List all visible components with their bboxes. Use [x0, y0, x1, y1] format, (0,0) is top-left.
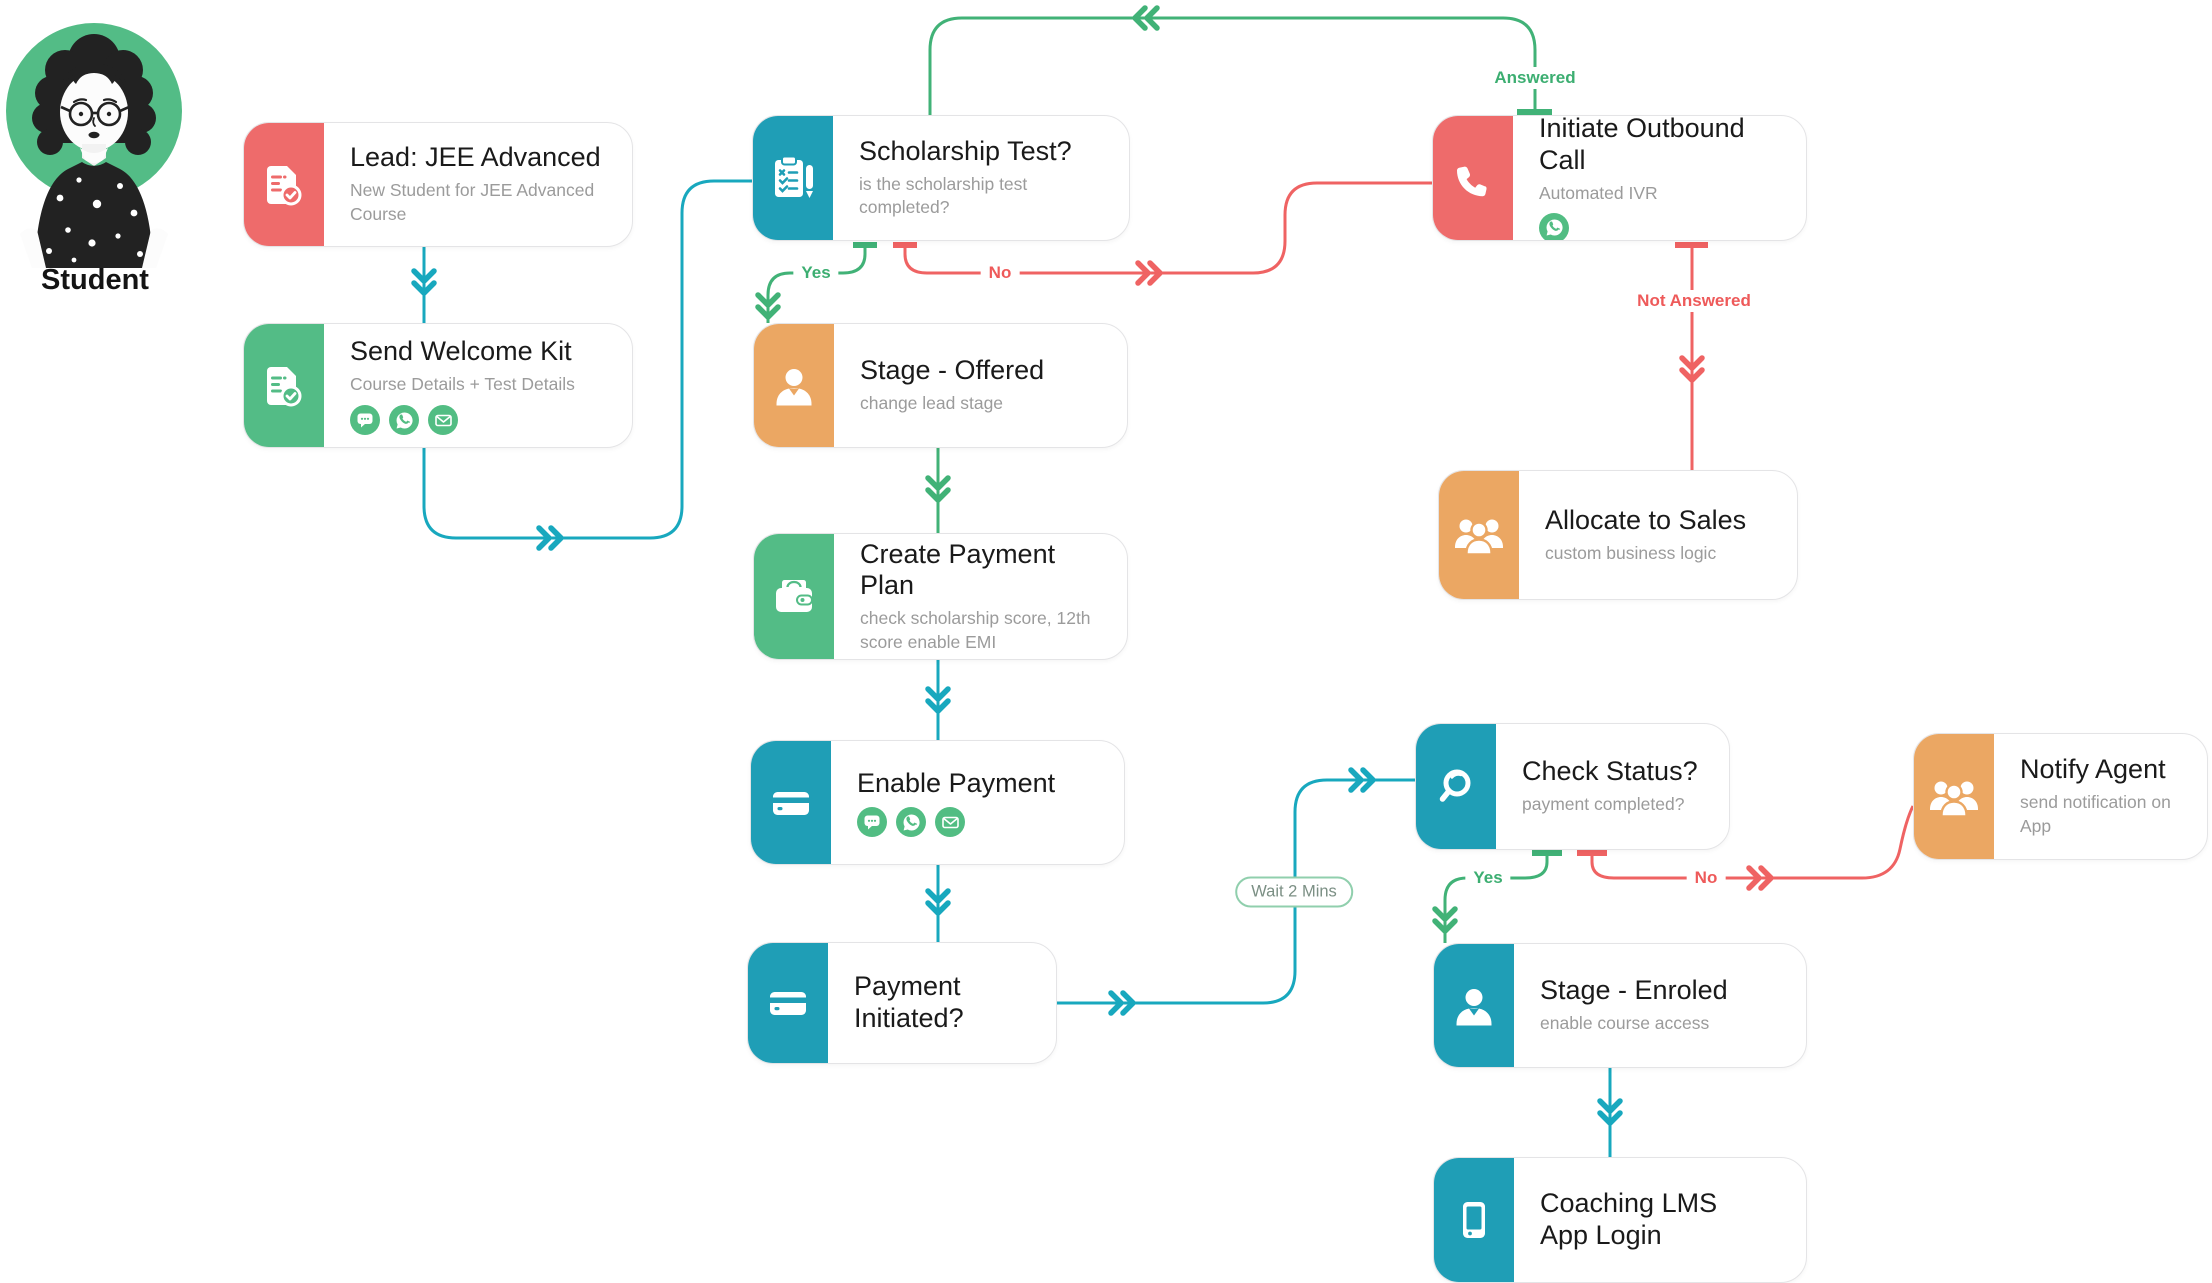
node-subtitle: send notification on App: [2020, 792, 2171, 836]
node-payment-initiated[interactable]: Payment Initiated?: [747, 942, 1057, 1064]
node-title: Create Payment Plan: [860, 538, 1056, 601]
node-subtitle: custom business logic: [1545, 542, 1717, 563]
person-icon: [754, 324, 834, 447]
phone-icon: [1433, 116, 1513, 240]
wait-timer-badge: Wait 2 Mins: [1235, 876, 1353, 908]
whatsapp-icon: [1539, 212, 1569, 240]
document-check-icon: [244, 324, 324, 447]
node-title: Check Status?: [1522, 756, 1698, 787]
node-enable-payment[interactable]: Enable Payment: [750, 740, 1125, 865]
edge-label-no: No: [980, 262, 1020, 284]
sms-icon: [350, 405, 380, 436]
node-stage-offered[interactable]: Stage - Offered change lead stage: [753, 323, 1128, 448]
node-scholarship-test[interactable]: Scholarship Test? is the scholarship tes…: [752, 115, 1130, 241]
node-stage-enroled[interactable]: Stage - Enroled enable course access: [1433, 943, 1807, 1068]
magnifier-icon: [1416, 724, 1496, 849]
node-coaching-lms-app-login[interactable]: Coaching LMS App Login: [1433, 1157, 1807, 1283]
email-icon: [935, 807, 965, 838]
wallet-icon: [754, 534, 834, 659]
node-subtitle: payment completed?: [1522, 794, 1685, 815]
whatsapp-icon: [389, 405, 419, 436]
node-initiate-outbound-call[interactable]: Initiate Outbound Call Automated IVR: [1432, 115, 1807, 241]
node-subtitle: Automated IVR: [1539, 183, 1658, 204]
person-icon: [1434, 944, 1514, 1067]
node-subtitle: Course Details + Test Details: [350, 373, 575, 394]
node-title: Notify Agent: [2020, 754, 2166, 785]
node-title: Allocate to Sales: [1545, 504, 1747, 535]
edge-label-answered: Answered: [1486, 67, 1584, 89]
node-create-payment-plan[interactable]: Create Payment Plan check scholarship sc…: [753, 533, 1128, 660]
node-title: Payment Initiated?: [854, 971, 964, 1033]
node-send-welcome-kit[interactable]: Send Welcome Kit Course Details + Test D…: [243, 323, 633, 448]
node-title: Stage - Offered: [860, 355, 1045, 386]
document-check-icon: [244, 123, 324, 246]
email-icon: [428, 405, 458, 436]
node-subtitle: is the scholarship test completed?: [859, 173, 1028, 218]
people-icon: [1439, 471, 1519, 599]
node-allocate-to-sales[interactable]: Allocate to Sales custom business logic: [1438, 470, 1798, 600]
credit-card-icon: [751, 741, 831, 864]
node-title: Enable Payment: [857, 767, 1056, 798]
sms-icon: [857, 807, 887, 838]
node-title: Scholarship Test?: [859, 135, 1072, 166]
edge-label-no: No: [1686, 867, 1726, 889]
node-title: Coaching LMS App Login: [1540, 1188, 1718, 1250]
node-subtitle: check scholarship score, 12th score enab…: [860, 608, 1091, 652]
credit-card-icon: [748, 943, 828, 1063]
node-subtitle: change lead stage: [860, 393, 1004, 414]
edge-label-yes: Yes: [793, 262, 839, 284]
edge-label-not-answered: Not Answered: [1629, 290, 1759, 312]
people-icon: [1914, 734, 1994, 859]
student-avatar: [6, 23, 182, 268]
clipboard-checklist-icon: [753, 116, 833, 240]
node-title: Stage - Enroled: [1540, 975, 1728, 1006]
whatsapp-icon: [896, 807, 926, 838]
node-title: Lead: JEE Advanced: [350, 142, 601, 173]
node-subtitle: enable course access: [1540, 1013, 1710, 1034]
edge-label-yes: Yes: [1465, 867, 1511, 889]
node-check-status[interactable]: Check Status? payment completed?: [1415, 723, 1730, 850]
node-notify-agent[interactable]: Notify Agent send notification on App: [1913, 733, 2208, 860]
node-subtitle: New Student for JEE Advanced Course: [350, 180, 595, 224]
node-title: Initiate Outbound Call: [1539, 115, 1745, 176]
node-title: Send Welcome Kit: [350, 335, 572, 366]
actor-label: Student: [41, 264, 149, 296]
node-lead-jee-advanced[interactable]: Lead: JEE Advanced New Student for JEE A…: [243, 122, 633, 247]
smartphone-icon: [1434, 1158, 1514, 1282]
